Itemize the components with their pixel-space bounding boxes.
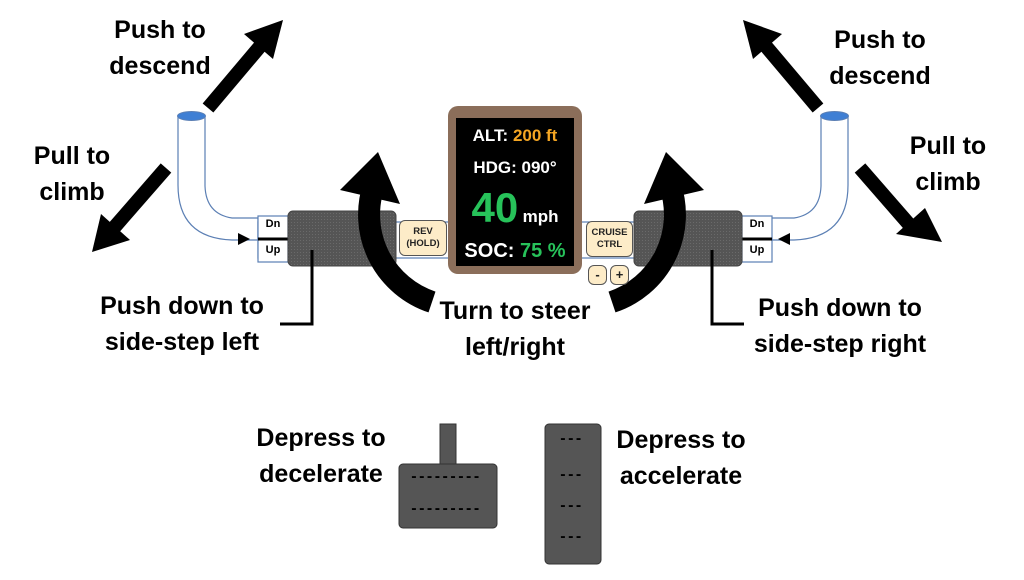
brake-pedal[interactable] [398, 423, 498, 529]
cruise-plus-button[interactable]: + [610, 265, 629, 285]
accel-dash-1: --- [559, 432, 583, 447]
right-trim-dn[interactable]: Dn [749, 218, 765, 230]
soc-value: 75 % [519, 240, 566, 262]
left-trim-pointer [238, 233, 250, 245]
sidestep-left-leader [280, 250, 314, 326]
brake-dash-1: --------- [410, 470, 481, 485]
brake-dash-2: --------- [410, 502, 481, 517]
rev-hold-button[interactable]: REV (HOLD) [399, 220, 447, 256]
sidestep-right-leader [710, 250, 744, 326]
speed-value: 40 [471, 184, 519, 231]
cruise-label: CRUISE [591, 227, 628, 238]
push-descend-right-arrow [743, 20, 824, 113]
accel-dash-3: --- [559, 499, 583, 514]
display-screen: ALT: 200 ft HDG: 090° 40 mph SOC: 75 % [456, 118, 574, 266]
cruise-minus-button[interactable]: - [588, 265, 607, 285]
left-trim-up[interactable]: Up [265, 244, 281, 256]
rev-label: REV [413, 226, 433, 237]
steer-left-arc-arrow [358, 181, 436, 313]
hdg-value: 090° [521, 158, 557, 177]
cruise-control-button[interactable]: CRUISE CTRL [586, 221, 633, 257]
accel-dash-2: --- [559, 468, 583, 483]
ctrl-label: CTRL [596, 239, 623, 250]
steer-right-arc-arrow [608, 181, 686, 313]
hdg-label: HDG: [473, 158, 517, 177]
right-handle[interactable] [633, 210, 743, 267]
right-trim-pointer [778, 233, 790, 245]
pull-climb-right-arrow [854, 163, 942, 242]
accelerator-pedal[interactable] [544, 423, 602, 565]
right-grip-horn [769, 111, 849, 241]
speed-unit: mph [522, 207, 559, 226]
right-trim-up[interactable]: Up [749, 244, 765, 256]
push-descend-left-arrow [202, 20, 283, 113]
left-grip-horn [177, 111, 259, 241]
pull-climb-left-arrow [92, 163, 172, 252]
left-trim-dn[interactable]: Dn [265, 218, 281, 230]
soc-label: SOC: [464, 240, 515, 262]
rev-hold-label: (HOLD) [406, 238, 440, 249]
alt-value: 200 ft [512, 126, 558, 145]
dashboard-display: ALT: 200 ft HDG: 090° 40 mph SOC: 75 % [448, 106, 582, 274]
alt-label: ALT: [472, 126, 509, 145]
accel-dash-4: --- [559, 530, 583, 545]
